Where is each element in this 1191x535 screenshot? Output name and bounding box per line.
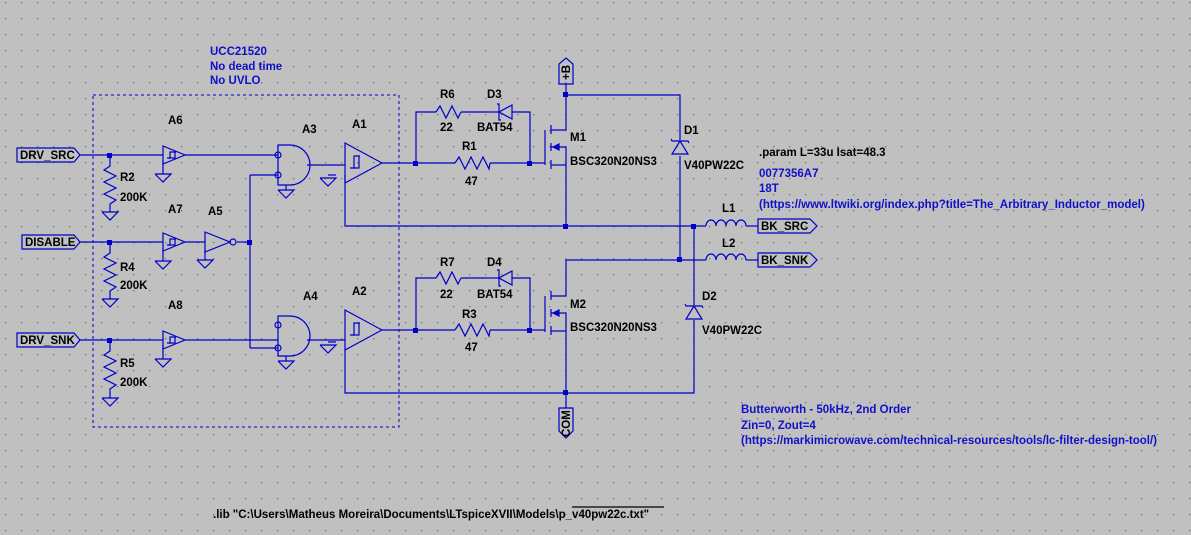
r6-label: R6 [440, 89, 455, 101]
mosfet-m1[interactable] [544, 122, 567, 172]
r3-label: R3 [462, 309, 477, 321]
resistor-r1[interactable] [454, 155, 491, 171]
comment-inductor-url: (https://www.ltwiki.org/index.php?title=… [759, 199, 1145, 211]
resistor-r5[interactable] [101, 340, 120, 407]
r6-value: 22 [440, 122, 453, 134]
r7-value: 22 [440, 289, 453, 301]
comparator-a2[interactable] [319, 308, 384, 354]
diode-d3[interactable] [488, 103, 513, 121]
resistor-r3[interactable] [454, 322, 491, 338]
port-bk-snk[interactable]: BK_SNK [757, 252, 818, 268]
buffer-a7[interactable] [154, 232, 187, 270]
d4-value: BAT54 [477, 289, 513, 301]
inductor-l2[interactable] [705, 253, 747, 261]
d1-label: D1 [684, 125, 699, 137]
r4-label: R4 [120, 262, 135, 274]
resistor-r6[interactable] [435, 104, 462, 120]
m1-value: BSC320N20NS3 [570, 156, 657, 168]
r1-value: 47 [465, 176, 478, 188]
m2-label: M2 [570, 299, 586, 311]
a1-label: A1 [352, 119, 367, 131]
d2-value: V40PW22C [702, 325, 762, 337]
a8-label: A8 [168, 300, 183, 312]
port-drv-snk-label: DRV_SNK [20, 335, 75, 347]
inductor-l1[interactable] [705, 219, 747, 227]
l1-label: L1 [722, 203, 736, 215]
comment-filter-title: Butterworth - 50kHz, 2nd Order [741, 404, 911, 416]
a6-label: A6 [168, 115, 183, 127]
resistor-r4[interactable] [101, 242, 120, 308]
inverter-a5[interactable] [196, 231, 237, 269]
comparator-a1[interactable] [319, 141, 384, 187]
port-bk-snk-label: BK_SNK [761, 255, 809, 267]
r5-value: 200K [120, 377, 148, 389]
spice-param-directive: .param L=33u Isat=48.3 [759, 147, 886, 159]
a5-label: A5 [208, 206, 223, 218]
l2-label: L2 [722, 238, 735, 250]
a7-label: A7 [168, 204, 183, 216]
d3-label: D3 [487, 89, 502, 101]
comment-inductor-turns: 18T [759, 183, 779, 195]
port-bk-src-label: BK_SRC [761, 221, 808, 233]
port-com-label: COM [561, 410, 573, 437]
r5-label: R5 [120, 358, 135, 370]
port-vb[interactable]: +B [558, 57, 574, 85]
diode-d4[interactable] [488, 269, 513, 287]
a2-label: A2 [352, 286, 367, 298]
d2-label: D2 [702, 291, 717, 303]
port-bk-src[interactable]: BK_SRC [757, 218, 818, 234]
d1-value: V40PW22C [684, 160, 744, 172]
a3-label: A3 [302, 124, 317, 136]
port-disable-label: DISABLE [25, 237, 76, 249]
comment-ucc-uvlo: No UVLO [210, 75, 261, 87]
diode-d2[interactable] [684, 303, 704, 320]
mosfet-m2[interactable] [544, 288, 567, 340]
d3-value: BAT54 [477, 122, 513, 134]
ucc21520-boundary [92, 94, 400, 428]
r3-value: 47 [465, 342, 478, 354]
wires [80, 84, 758, 408]
d4-label: D4 [487, 257, 502, 269]
and-gate-a4[interactable] [274, 315, 311, 370]
r2-label: R2 [120, 172, 135, 184]
r7-label: R7 [440, 257, 455, 269]
spice-lib-directive: .lib "C:\Users\Matheus Moreira\Documents… [213, 509, 649, 521]
r1-label: R1 [462, 141, 477, 153]
port-com[interactable]: COM [558, 407, 574, 439]
comment-filter-url: (https://markimicrowave.com/technical-re… [741, 435, 1157, 447]
comment-ucc-title: UCC21520 [210, 46, 267, 58]
junctions [107, 92, 696, 395]
r4-value: 200K [120, 280, 148, 292]
resistor-r2[interactable] [101, 155, 120, 221]
port-disable[interactable]: DISABLE [21, 234, 81, 250]
port-drv-src-label: DRV_SRC [20, 150, 75, 162]
and-gate-a3[interactable] [274, 144, 311, 199]
m1-label: M1 [570, 132, 587, 144]
port-drv-src[interactable]: DRV_SRC [16, 147, 81, 163]
port-vb-label: +B [561, 65, 573, 80]
comment-filter-impedance: Zin=0, Zout=4 [741, 420, 816, 432]
buffer-a8[interactable] [154, 330, 187, 368]
m2-value: BSC320N20NS3 [570, 322, 657, 334]
a4-label: A4 [303, 291, 318, 303]
comment-ucc-dead-time: No dead time [210, 61, 282, 73]
buffer-a6[interactable] [154, 145, 187, 183]
diode-d1[interactable] [670, 138, 690, 155]
comment-inductor-part: 0077356A7 [759, 168, 818, 180]
port-drv-snk[interactable]: DRV_SNK [16, 332, 81, 348]
resistor-r7[interactable] [435, 270, 462, 286]
r2-value: 200K [120, 192, 148, 204]
